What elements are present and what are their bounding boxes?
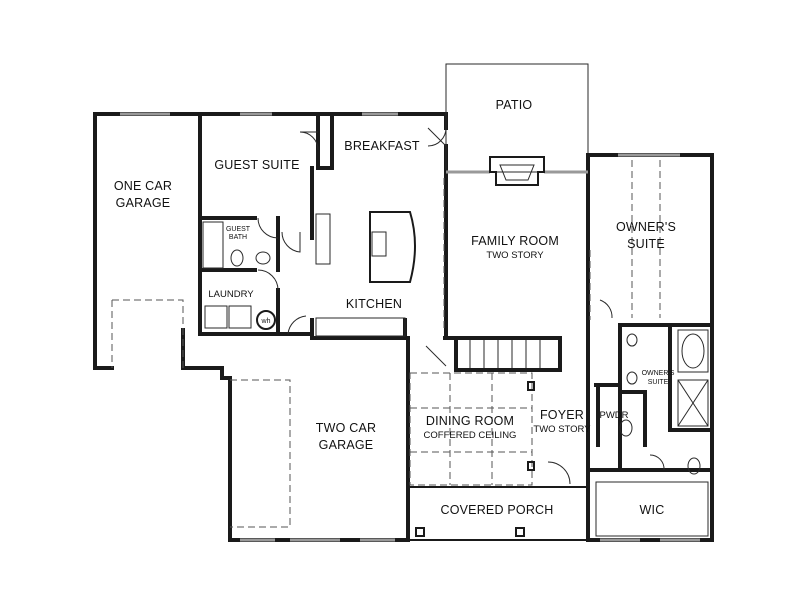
water-heater-label: wh (261, 318, 271, 325)
windows (120, 112, 700, 542)
two-car-garage-label-line2: GARAGE (319, 438, 374, 452)
guest-bath-label-line1: GUEST (226, 226, 251, 233)
owners-bath-label-line1: OWNER'S (642, 370, 675, 377)
patio-label: PATIO (496, 98, 533, 112)
powder-label: PWDR (599, 410, 628, 421)
wic-label: WIC (640, 503, 665, 517)
owners-suite-label-line1: OWNER'S (616, 220, 676, 234)
doors (257, 127, 665, 485)
kitchen-label: KITCHEN (346, 297, 402, 311)
owners-bath-label-line2: SUITE (648, 379, 669, 386)
guest-bath-label-line2: BATH (229, 234, 247, 241)
one-car-garage-label-line1: ONE CAR (114, 179, 172, 193)
dining-room-label: DINING ROOM (426, 414, 514, 428)
walls (93, 63, 714, 542)
foyer-label: FOYER (540, 408, 584, 422)
covered-porch-label: COVERED PORCH (440, 503, 553, 517)
owners-suite-label-line2: SUITE (627, 237, 665, 251)
breakfast-label: BREAKFAST (344, 139, 420, 153)
guest-suite-label: GUEST SUITE (214, 158, 299, 172)
foyer-subtitle: TWO STORY (533, 424, 591, 435)
laundry-label: LAUNDRY (208, 289, 254, 300)
two-car-garage-label-line1: TWO CAR (316, 421, 376, 435)
family-room-subtitle: TWO STORY (486, 250, 544, 261)
family-room-label: FAMILY ROOM (471, 234, 559, 248)
fixtures: wh (202, 156, 709, 537)
room-labels: PATIO BREAKFAST GUEST SUITE ONE CAR GARA… (114, 98, 676, 517)
ceiling-lines (111, 160, 661, 528)
one-car-garage-label-line2: GARAGE (116, 196, 171, 210)
dining-room-subtitle: COFFERED CEILING (424, 430, 517, 441)
